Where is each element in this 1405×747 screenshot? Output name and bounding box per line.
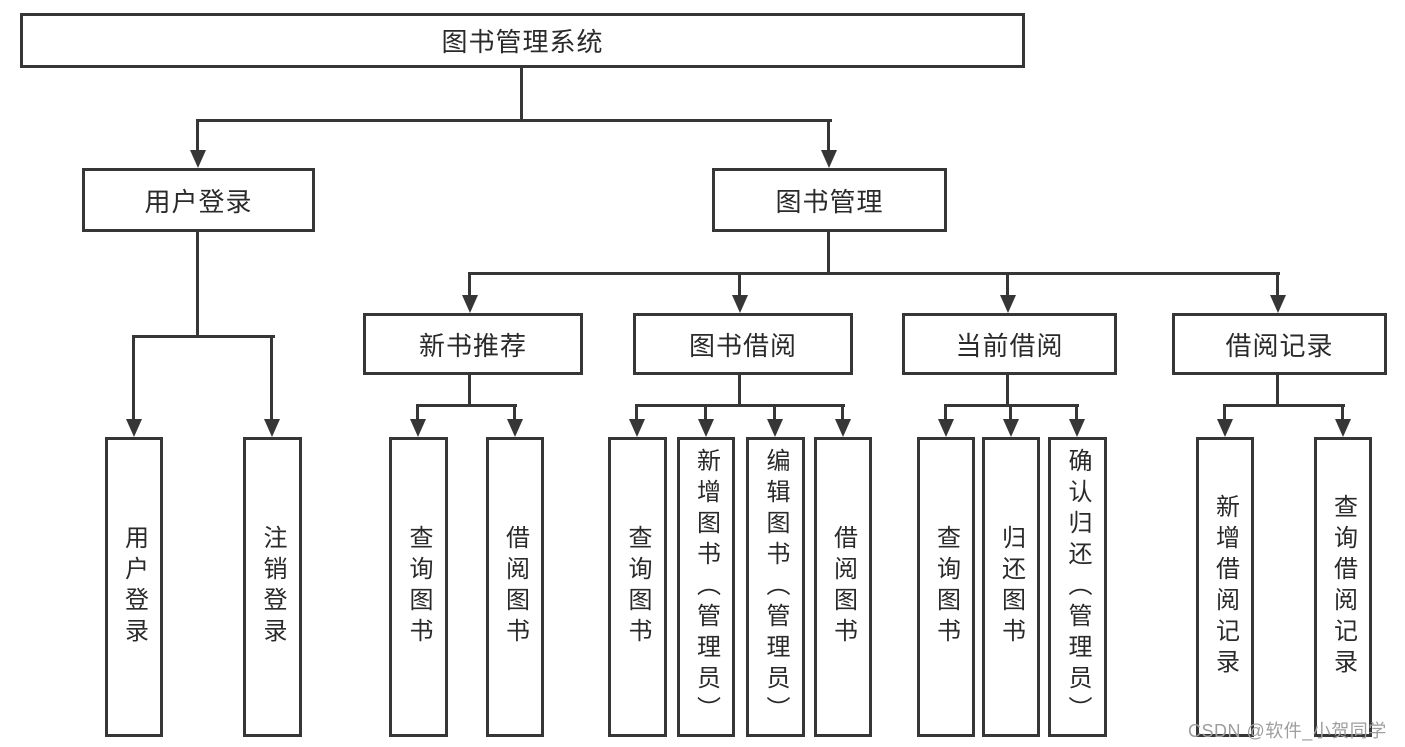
- arrowhead-current-return: [1003, 419, 1019, 437]
- arrowhead-current-borrow: [1000, 295, 1016, 313]
- leaf-current-return: 归还图书: [982, 437, 1040, 737]
- connector-drop-current-borrow: [1006, 272, 1009, 297]
- leaf-newbook-borrow: 借阅图书: [486, 437, 544, 737]
- leaf-borrow-borrow: 借阅图书: [814, 437, 872, 737]
- leaf-user-logout-label: 注销登录: [259, 525, 286, 649]
- connector-new-books-stem: [468, 375, 471, 406]
- connector-user-login-stem: [196, 232, 199, 337]
- connector-drop-borrow-edit: [773, 404, 776, 421]
- arrowhead-login: [126, 419, 142, 437]
- node-book-borrow: 图书借阅: [633, 313, 853, 375]
- leaf-borrow-query-label: 查询图书: [624, 525, 651, 649]
- connector-book-borrow-branch: [635, 404, 845, 407]
- connector-drop-records-query: [1341, 404, 1344, 421]
- connector-drop-newbook-borrow: [513, 404, 516, 421]
- connector-drop-borrow-query: [635, 404, 638, 421]
- connector-records-stem: [1276, 375, 1279, 406]
- arrowhead-records-add: [1217, 419, 1233, 437]
- watermark: CSDN @软件_小贺同学: [1188, 721, 1387, 741]
- connector-drop-current-confirm: [1075, 404, 1078, 421]
- connector-book-mgmt-stem: [827, 232, 830, 275]
- connector-drop-borrow-add: [704, 404, 707, 421]
- arrowhead-borrow-query: [629, 419, 645, 437]
- leaf-borrow-borrow-label: 借阅图书: [829, 525, 857, 649]
- leaf-newbook-query: 查询图书: [389, 437, 448, 737]
- connector-drop-borrow-records: [1276, 272, 1279, 297]
- connector-drop-book-mgmt: [827, 119, 830, 152]
- arrowhead-book-borrow: [732, 295, 748, 313]
- node-user-login-label: 用户登录: [144, 186, 253, 217]
- leaf-current-query-label: 查询图书: [932, 525, 960, 649]
- connector-drop-new-books: [468, 272, 471, 297]
- leaf-borrow-edit-admin-label: 编辑图书（管理员）: [762, 447, 789, 727]
- connector-level2-branch: [196, 119, 832, 122]
- leaf-user-login: 用户登录: [105, 437, 163, 737]
- leaf-newbook-query-label: 查询图书: [405, 525, 432, 649]
- node-new-books-label: 新书推荐: [418, 330, 527, 361]
- arrowhead-current-query: [938, 419, 954, 437]
- connector-drop-newbook-query: [416, 404, 419, 421]
- leaf-current-confirm-admin-label: 确认归还（管理员）: [1064, 447, 1091, 727]
- arrowhead-borrow-add: [698, 419, 714, 437]
- leaf-borrow-add-admin-label: 新增图书（管理员）: [692, 447, 720, 727]
- connector-user-branch: [132, 335, 275, 338]
- leaf-current-return-label: 归还图书: [997, 525, 1025, 649]
- arrowhead-book-mgmt: [821, 150, 837, 168]
- arrowhead-borrow-borrow: [835, 419, 851, 437]
- leaf-borrow-edit-admin: 编辑图书（管理员）: [746, 437, 805, 737]
- arrowhead-new-books: [462, 295, 478, 313]
- connector-new-books-branch: [416, 404, 517, 407]
- connector-drop-book-borrow: [738, 272, 741, 297]
- leaf-records-query-label: 查询借阅记录: [1329, 494, 1357, 680]
- connector-root-stem: [520, 68, 523, 121]
- leaf-borrow-add-admin: 新增图书（管理员）: [677, 437, 735, 737]
- arrowhead-logout: [264, 419, 280, 437]
- leaf-current-query: 查询图书: [917, 437, 975, 737]
- connector-records-branch: [1223, 404, 1345, 407]
- leaf-borrow-query: 查询图书: [608, 437, 667, 737]
- node-borrow-records-label: 借阅记录: [1225, 330, 1334, 361]
- node-root-label: 图书管理系统: [441, 27, 604, 57]
- connector-drop-records-add: [1223, 404, 1226, 421]
- leaf-records-add: 新增借阅记录: [1196, 437, 1254, 737]
- connector-current-stem: [1006, 375, 1009, 406]
- node-current-borrow: 当前借阅: [902, 313, 1117, 375]
- connector-drop-borrow-borrow: [841, 404, 844, 421]
- arrowhead-borrow-edit: [767, 419, 783, 437]
- arrowhead-current-confirm: [1069, 419, 1085, 437]
- connector-drop-logout: [270, 335, 273, 421]
- connector-level3-branch: [468, 272, 1280, 275]
- leaf-current-confirm-admin: 确认归还（管理员）: [1048, 437, 1107, 737]
- node-book-borrow-label: 图书借阅: [688, 330, 797, 361]
- leaf-newbook-borrow-label: 借阅图书: [501, 525, 529, 649]
- node-root: 图书管理系统: [20, 13, 1025, 68]
- arrowhead-borrow-records: [1270, 295, 1286, 313]
- node-user-login: 用户登录: [82, 168, 315, 232]
- node-new-books: 新书推荐: [363, 313, 583, 375]
- leaf-user-login-label: 用户登录: [120, 525, 148, 649]
- node-current-borrow-label: 当前借阅: [955, 330, 1064, 361]
- leaf-records-query: 查询借阅记录: [1314, 437, 1372, 737]
- node-book-mgmt-label: 图书管理: [775, 186, 884, 217]
- leaf-user-logout: 注销登录: [243, 437, 302, 737]
- node-book-mgmt: 图书管理: [712, 168, 947, 232]
- arrowhead-newbook-borrow: [507, 419, 523, 437]
- arrowhead-newbook-query: [410, 419, 426, 437]
- connector-drop-user-login: [196, 119, 199, 152]
- arrowhead-user-login: [190, 150, 206, 168]
- arrowhead-records-query: [1335, 419, 1351, 437]
- connector-drop-current-query: [944, 404, 947, 421]
- node-borrow-records: 借阅记录: [1172, 313, 1387, 375]
- connector-drop-login: [132, 335, 135, 421]
- connector-drop-current-return: [1009, 404, 1012, 421]
- connector-book-borrow-stem: [738, 375, 741, 406]
- leaf-records-add-label: 新增借阅记录: [1211, 494, 1239, 680]
